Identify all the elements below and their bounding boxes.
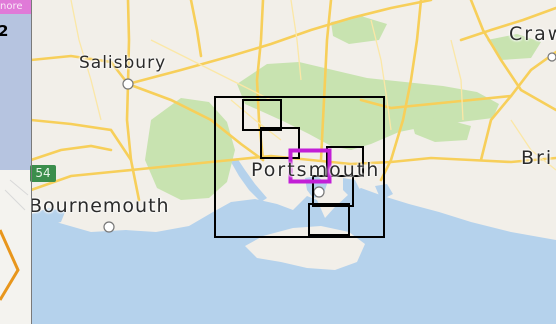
road-a32 xyxy=(319,0,333,162)
minor-road xyxy=(370,19,392,131)
poole-harbour xyxy=(31,208,65,226)
adjacent-street xyxy=(4,179,29,211)
adjacent-map-tag: nore xyxy=(0,0,31,14)
minor-road xyxy=(290,0,302,81)
place-label-bournemouth[interactable]: Bournemouth xyxy=(31,195,170,217)
coverage-box[interactable] xyxy=(308,203,350,236)
adjacent-map-roads xyxy=(0,179,29,301)
new-forest xyxy=(145,98,235,200)
estuary xyxy=(231,158,267,202)
road-a3 xyxy=(379,0,423,182)
road-a343 xyxy=(189,0,203,58)
adjacent-map-top xyxy=(0,0,31,170)
minor-roads xyxy=(70,0,556,171)
downs-patch xyxy=(331,16,387,44)
south-downs xyxy=(237,62,499,150)
adjacent-map-index: 2 xyxy=(0,22,9,40)
main-map[interactable]: Salisbury Bournemouth Portsmouth Craw Br… xyxy=(31,0,556,324)
road-a272 xyxy=(469,0,556,112)
road-a354 xyxy=(31,54,130,86)
road-a36 xyxy=(126,82,265,162)
crawley-marker[interactable] xyxy=(547,52,556,62)
bournemouth-marker[interactable] xyxy=(103,221,115,233)
adjacent-map-bottom xyxy=(0,170,31,324)
portsmouth-marker[interactable] xyxy=(313,186,325,198)
minor-road xyxy=(510,119,556,171)
coverage-box[interactable] xyxy=(260,127,300,159)
road-a338 xyxy=(125,0,141,202)
place-label-crawley[interactable]: Craw xyxy=(509,23,556,45)
road-a31 xyxy=(31,118,133,162)
place-label-brighton[interactable]: Bri xyxy=(521,147,554,169)
map-canvas xyxy=(31,0,556,324)
salisbury-marker[interactable] xyxy=(122,78,134,90)
panel-divider xyxy=(31,0,32,324)
road-a23 xyxy=(459,6,556,42)
selected-coverage-box[interactable] xyxy=(288,148,332,184)
downs-patch xyxy=(411,118,471,142)
coverage-boxes xyxy=(214,96,385,238)
place-label-portsmouth[interactable]: Portsmouth xyxy=(251,159,381,181)
minor-road xyxy=(230,99,282,141)
minor-road xyxy=(70,0,102,121)
road-a30 xyxy=(126,0,433,86)
coverage-box[interactable] xyxy=(312,175,354,207)
minor-road xyxy=(150,39,272,101)
road-a35 xyxy=(31,144,113,162)
road-a286 xyxy=(359,94,513,110)
road-number-badge: 54 xyxy=(30,165,56,182)
downs-patch xyxy=(487,34,541,60)
coverage-box-outer[interactable] xyxy=(214,96,385,238)
adjacent-map-panel[interactable]: nore 2 xyxy=(0,0,31,324)
minor-road xyxy=(450,39,464,121)
adjacent-road xyxy=(0,229,20,301)
place-label-salisbury[interactable]: Salisbury xyxy=(79,53,167,73)
